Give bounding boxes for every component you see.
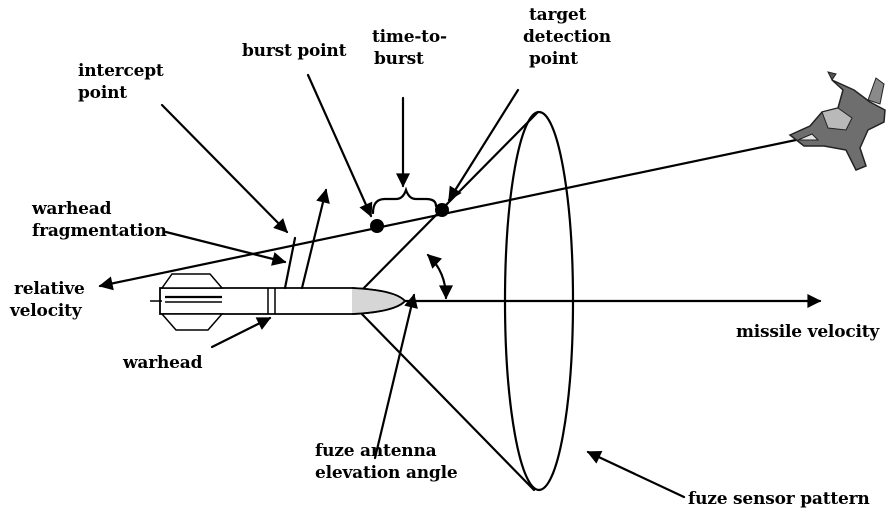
relative-velocity-label-line-2: velocity <box>10 301 82 321</box>
intercept-point-label-line-2: point <box>78 83 127 103</box>
fuze-antenna-elevation-angle-label-line-2: elevation angle <box>315 463 458 483</box>
time-to-burst-label-line-2: burst <box>374 49 424 69</box>
target-detection-point-marker <box>435 203 449 217</box>
elevation-angle-arc <box>426 253 453 300</box>
fuze-sensor-pattern-ellipse <box>503 110 575 492</box>
target-detection-point-label-line-2: detection <box>523 27 611 47</box>
fragmentation-arrow-2 <box>300 188 330 290</box>
target-detection-point-arrow <box>447 88 520 202</box>
burst-point-arrow <box>306 73 373 218</box>
time-to-burst-label-line-1: time-to- <box>372 27 447 47</box>
fighter-jet-icon <box>788 71 886 171</box>
sensor-cone-lower-edge <box>356 308 536 492</box>
missile-velocity-label: missile velocity <box>736 322 880 342</box>
relative-velocity-label-line-1: relative <box>14 279 85 299</box>
fuze-antenna-arrow <box>373 293 418 460</box>
fuze-antenna-elevation-angle-label-line-1: fuze antenna <box>315 441 437 461</box>
warhead-fragmentation-label-line-1: warhead <box>32 199 112 219</box>
warhead-fragmentation-arrow <box>164 230 287 266</box>
target-detection-point-label-line-1: target <box>529 5 587 25</box>
target-detection-point-label: target detection point <box>523 4 611 70</box>
missile-icon <box>150 273 407 331</box>
burst-point-marker <box>370 219 384 233</box>
intercept-point-arrow <box>160 103 289 234</box>
sensor-cone-upper-edge <box>356 110 540 296</box>
fragmentation-arrow-1 <box>283 236 297 290</box>
warhead-label: warhead <box>123 353 203 373</box>
burst-point-label: burst point <box>242 41 347 61</box>
warhead-fragmentation-label: warhead fragmentation <box>32 198 167 242</box>
target-detection-point-label-line-3: point <box>529 49 578 69</box>
warhead-fragmentation-label-line-2: fragmentation <box>32 221 167 241</box>
fuze-sensor-pattern-arrow <box>586 450 686 499</box>
time-to-burst-label: time-to- burst <box>372 26 447 70</box>
intercept-point-label-line-1: intercept <box>78 61 164 81</box>
fuze-sensor-pattern-label: fuze sensor pattern <box>688 489 870 509</box>
intercept-point-label: intercept point <box>78 60 164 104</box>
time-to-burst-brace <box>371 186 438 215</box>
relative-velocity-line <box>98 134 817 291</box>
warhead-arrow <box>210 316 272 349</box>
relative-velocity-label: relative velocity <box>10 278 85 322</box>
fuze-antenna-elevation-angle-label: fuze antenna elevation angle <box>315 440 458 484</box>
